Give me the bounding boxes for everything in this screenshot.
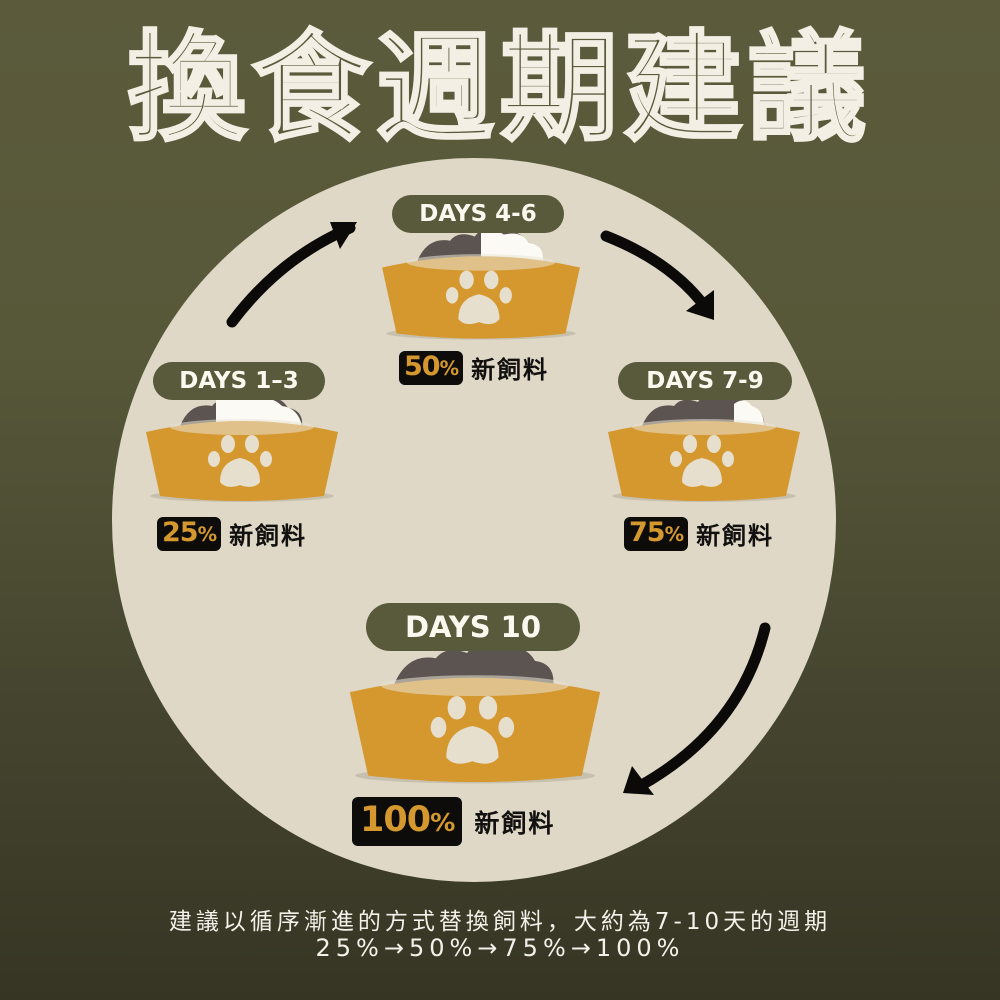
footer-progression: 25%→50%→75%→100% bbox=[315, 934, 685, 962]
percent-row: 25% 新飼料 bbox=[157, 516, 307, 551]
percent-sign: % bbox=[439, 356, 460, 380]
percent-badge: 100% bbox=[352, 797, 463, 846]
paw-print-icon bbox=[430, 696, 515, 764]
pet-bowl-icon bbox=[146, 395, 338, 502]
pet-bowl-icon bbox=[608, 395, 800, 502]
days-pill: DAYS 1–3 bbox=[153, 362, 325, 400]
new-food-label: 新飼料 bbox=[229, 522, 308, 550]
percent-row: 50% 新飼料 bbox=[399, 350, 549, 385]
days-pill: DAYS 10 bbox=[366, 603, 580, 651]
days-pill: DAYS 7-9 bbox=[618, 362, 792, 400]
page-title: 換食週期建議 bbox=[126, 19, 872, 157]
days-pill: DAYS 4-6 bbox=[392, 195, 564, 233]
percent-row: 100% 新飼料 bbox=[352, 797, 555, 846]
percent-sign: % bbox=[197, 522, 218, 546]
paw-print-icon bbox=[445, 270, 512, 325]
percent-value: 100 bbox=[360, 800, 431, 840]
percent-value: 25 bbox=[162, 516, 199, 548]
percent-value: 50 bbox=[404, 350, 441, 382]
paw-print-icon bbox=[208, 435, 272, 487]
percent-row: 75% 新飼料 bbox=[624, 516, 774, 551]
percent-badge: 50% bbox=[399, 350, 464, 385]
new-food-label: 新飼料 bbox=[474, 808, 556, 838]
paw-print-icon bbox=[670, 435, 734, 487]
percent-value: 75 bbox=[629, 516, 666, 548]
new-food-label: 新飼料 bbox=[696, 522, 775, 550]
percent-sign: % bbox=[664, 522, 685, 546]
percent-sign: % bbox=[430, 808, 455, 837]
percent-badge: 75% bbox=[624, 516, 689, 551]
pet-bowl-icon bbox=[349, 644, 601, 784]
new-food-label: 新飼料 bbox=[471, 356, 550, 384]
footer-description: 建議以循序漸進的方式替換飼料，大約為7-10天的週期 bbox=[168, 909, 832, 935]
percent-badge: 25% bbox=[157, 516, 222, 551]
pet-bowl-icon bbox=[382, 229, 580, 340]
